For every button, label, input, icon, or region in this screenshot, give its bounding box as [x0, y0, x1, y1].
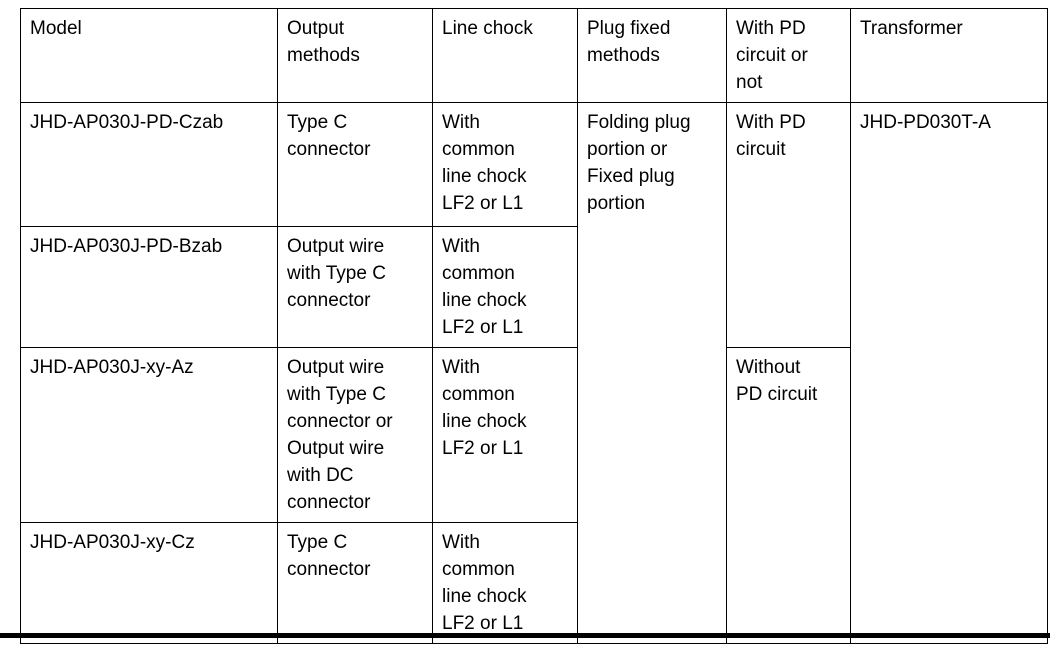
table-row: JHD-AP030J-xy-Az Output wire with Type C…	[20, 347, 1048, 644]
header-line-chock: Line chock	[432, 8, 578, 103]
cell-chock-2: With common line chock LF2 or L1	[432, 226, 578, 348]
header-model: Model	[20, 8, 278, 103]
cell-output-4: Type C connector	[277, 522, 433, 644]
header-pd-circuit: With PD circuit or not	[726, 8, 851, 103]
cell-model-3: JHD-AP030J-xy-Az	[20, 347, 278, 523]
header-plug-fixed-methods: Plug fixed methods	[577, 8, 727, 103]
header-output-methods: Output methods	[277, 8, 433, 103]
table-row: JHD-AP030J-PD-Bzab Output wire with Type…	[20, 226, 1048, 348]
cell-output-2: Output wire with Type C connector	[277, 226, 433, 348]
cell-output-1: Type C connector	[277, 102, 433, 227]
cell-plug-fixed-merged: Folding plug portion or Fixed plug porti…	[577, 102, 727, 644]
header-row: Model Output methods Line chock Plug fix…	[20, 8, 1048, 103]
cell-transformer-merged: JHD-PD030T-A	[850, 102, 1048, 644]
cell-without-pd-circuit: Without PD circuit	[726, 347, 851, 644]
cell-chock-4: With common line chock LF2 or L1	[432, 522, 578, 644]
cell-chock-3: With common line chock LF2 or L1	[432, 347, 578, 523]
table-row: JHD-AP030J-PD-Czab Type C connector With…	[20, 102, 1048, 644]
page-bottom-rule	[0, 633, 1050, 638]
cell-chock-1: With common line chock LF2 or L1	[432, 102, 578, 227]
cell-model-1: JHD-AP030J-PD-Czab	[20, 102, 278, 227]
header-transformer: Transformer	[850, 8, 1048, 103]
cell-model-2: JHD-AP030J-PD-Bzab	[20, 226, 278, 348]
model-spec-table: Model Output methods Line chock Plug fix…	[20, 8, 1048, 644]
cell-with-pd-circuit: With PD circuit	[726, 102, 851, 348]
cell-model-4: JHD-AP030J-xy-Cz	[20, 522, 278, 644]
table-row: JHD-AP030J-xy-Cz Type C connector With c…	[20, 522, 1048, 644]
cell-output-3: Output wire with Type C connector or Out…	[277, 347, 433, 523]
